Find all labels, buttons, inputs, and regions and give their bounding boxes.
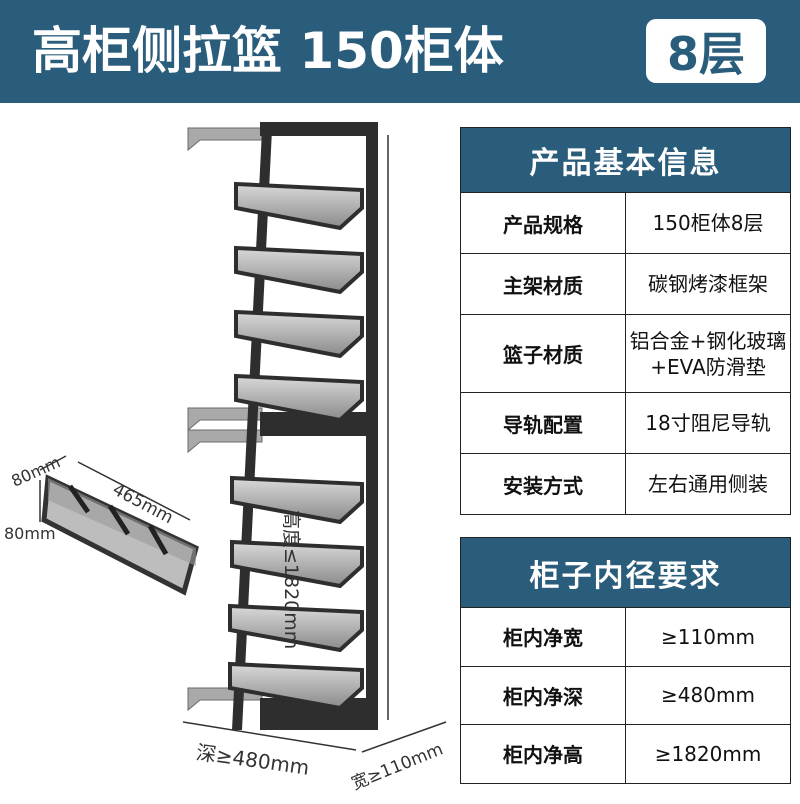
row-value: 碳钢烤漆框架 <box>625 253 791 315</box>
product-illustration: 高度≤1820mm 深≥480mm 宽≥110mm 465mm 80mm 80m… <box>0 110 460 800</box>
single-basket <box>41 474 199 596</box>
pull-out-basket-drawing <box>39 122 447 753</box>
table-row: 柜内净宽 ≥110mm <box>460 607 791 667</box>
table-row: 导轨配置 18寸阻尼导轨 <box>460 392 791 454</box>
row-value: 18寸阻尼导轨 <box>625 392 791 454</box>
row-key: 柜内净宽 <box>460 607 626 667</box>
row-value: 150柜体8层 <box>625 192 791 254</box>
layer-badge: 8层 <box>646 19 766 83</box>
row-value: ≥110mm <box>625 607 791 667</box>
header-banner: 高柜侧拉篮 150柜体 8层 <box>0 0 800 103</box>
row-key: 主架材质 <box>460 253 626 315</box>
table-row: 主架材质 碳钢烤漆框架 <box>460 253 791 315</box>
row-key: 柜内净高 <box>460 724 626 784</box>
table-row: 安装方式 左右通用侧装 <box>460 453 791 515</box>
cabinet-requirements-table: 柜子内径要求 柜内净宽 ≥110mm 柜内净深 ≥480mm 柜内净高 ≥182… <box>460 537 791 784</box>
requirements-title: 柜子内径要求 <box>460 537 791 608</box>
table-row: 篮子材质 铝合金+钢化玻璃+EVA防滑垫 <box>460 314 791 393</box>
product-info-table: 产品基本信息 产品规格 150柜体8层 主架材质 碳钢烤漆框架 篮子材质 铝合金… <box>460 127 791 515</box>
page-title: 高柜侧拉篮 150柜体 <box>32 22 504 80</box>
row-key: 篮子材质 <box>460 314 626 393</box>
table-row: 产品规格 150柜体8层 <box>460 192 791 254</box>
row-value: ≥1820mm <box>625 724 791 784</box>
row-key: 产品规格 <box>460 192 626 254</box>
row-value: 铝合金+钢化玻璃+EVA防滑垫 <box>625 314 791 393</box>
height-label: 高度≤1820mm <box>280 510 302 650</box>
product-info-title: 产品基本信息 <box>460 127 791 193</box>
basket-stack <box>228 181 364 711</box>
product-info-header-row: 产品基本信息 <box>460 127 791 193</box>
row-key: 安装方式 <box>460 453 626 515</box>
row-value: 左右通用侧装 <box>625 453 791 515</box>
row-value: ≥480mm <box>625 665 791 725</box>
requirements-header-row: 柜子内径要求 <box>460 537 791 608</box>
table-row: 柜内净高 ≥1820mm <box>460 724 791 784</box>
row-key: 柜内净深 <box>460 665 626 725</box>
table-row: 柜内净深 ≥480mm <box>460 665 791 725</box>
basket-height-label: 80mm <box>4 524 56 543</box>
row-key: 导轨配置 <box>460 392 626 454</box>
